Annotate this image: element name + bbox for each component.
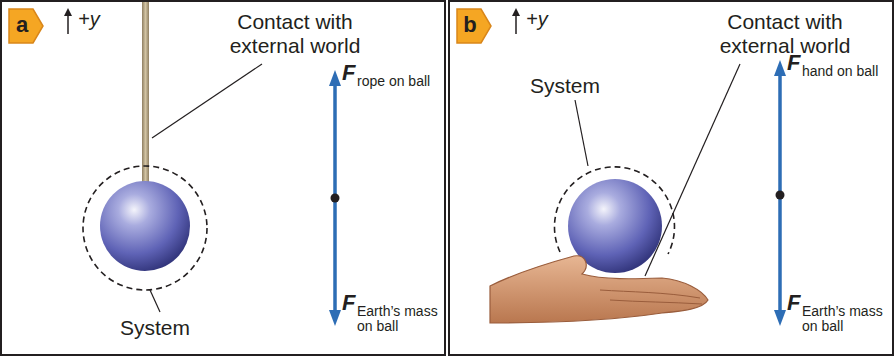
hand	[490, 256, 708, 323]
ball	[100, 181, 190, 271]
panel-frame	[1, 1, 445, 355]
point-object	[331, 194, 340, 203]
axis-arrowhead	[64, 8, 72, 16]
force-symbol: F	[787, 50, 800, 75]
leader-line	[150, 290, 160, 312]
callout-label: Contact with external world	[690, 10, 880, 58]
system-boundary	[83, 166, 207, 290]
rope	[142, 2, 149, 186]
system-label: System	[120, 316, 190, 340]
arrowhead	[774, 60, 786, 76]
panel-frame	[449, 1, 893, 355]
arrowhead	[329, 70, 341, 86]
point-object	[776, 191, 785, 200]
tag-shape	[9, 9, 43, 43]
force-symbol: F	[342, 290, 355, 315]
arrowhead	[774, 310, 786, 326]
system-label: System	[530, 74, 600, 98]
force-symbol: F	[342, 60, 355, 85]
leader-line	[152, 64, 262, 138]
force-subscript: hand on ball	[802, 64, 878, 79]
panel-tag: b	[456, 8, 492, 44]
panel-letter: a	[8, 8, 36, 42]
callout-label: Contact with external world	[200, 10, 390, 58]
leader-line	[645, 64, 740, 276]
force-subscript: rope on ball	[357, 74, 430, 89]
axis-label: +y	[78, 8, 100, 31]
panel-letter: b	[456, 8, 484, 42]
axis-arrow	[515, 14, 517, 34]
axis-arrowhead	[512, 8, 520, 16]
axis-arrow	[67, 14, 69, 34]
force-subscript: Earth’s mass on ball	[802, 304, 890, 335]
axis-label: +y	[526, 8, 548, 31]
force-symbol: F	[787, 290, 800, 315]
leader-line	[575, 100, 588, 166]
force-subscript: Earth’s mass on ball	[357, 304, 445, 335]
tag-shape	[457, 9, 491, 43]
finger-line	[610, 300, 702, 304]
system-boundary	[554, 167, 674, 254]
arrowhead	[329, 310, 341, 326]
panel-tag: a	[8, 8, 44, 44]
finger-line	[600, 290, 700, 298]
